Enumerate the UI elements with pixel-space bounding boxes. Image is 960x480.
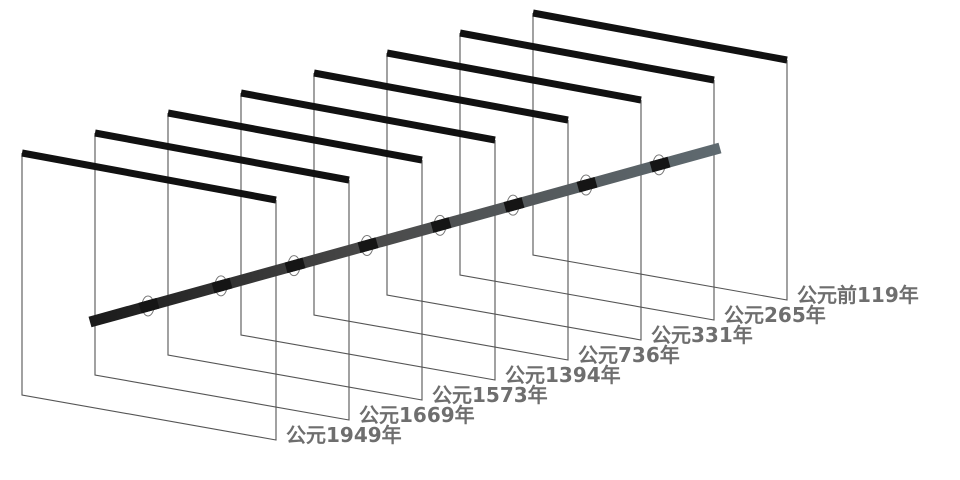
frame-top-bar: [386, 49, 642, 104]
frame-outline: [94, 133, 350, 421]
frame-top-bar: [313, 69, 569, 124]
frame-outline: [459, 33, 715, 321]
rod-joint: [503, 197, 525, 213]
year-label-0: 公元前119年: [797, 283, 919, 307]
rod-joint: [576, 176, 598, 193]
frame-outline: [21, 153, 277, 441]
year-label-3: 公元736年: [578, 343, 680, 367]
frames-layer: [21, 9, 788, 441]
year-label-6: 公元1669年: [359, 403, 475, 427]
frame-top-bar: [167, 109, 423, 164]
frame-top-bar: [94, 129, 350, 184]
frame-outline: [167, 113, 423, 401]
frame-top-bar: [532, 9, 788, 64]
rod-joint: [430, 217, 452, 233]
year-label-1: 公元265年: [724, 303, 826, 327]
rod-joint: [211, 277, 233, 294]
year-label-5: 公元1573年: [432, 383, 548, 407]
frame-top-bar: [459, 29, 715, 84]
frame-outline: [532, 13, 788, 301]
year-label-4: 公元1394年: [505, 363, 621, 387]
rod-joint: [649, 156, 671, 173]
rod-layer: [88, 142, 722, 328]
frame-top-bar: [240, 89, 496, 144]
rod-joint: [357, 237, 379, 254]
frame-outline: [240, 93, 496, 381]
rod-joint: [138, 297, 160, 314]
frame-7: [21, 149, 277, 441]
frame-top-bar: [21, 149, 277, 204]
rod-joint: [284, 257, 306, 274]
frame-outline: [386, 53, 642, 341]
frame-outline: [313, 73, 569, 361]
year-label-2: 公元331年: [651, 323, 753, 347]
timeline-rod: [88, 142, 722, 328]
year-label-7: 公元1949年: [286, 423, 402, 447]
labels-layer: 公元前119年公元265年公元331年公元736年公元1394年公元1573年公…: [286, 283, 919, 447]
